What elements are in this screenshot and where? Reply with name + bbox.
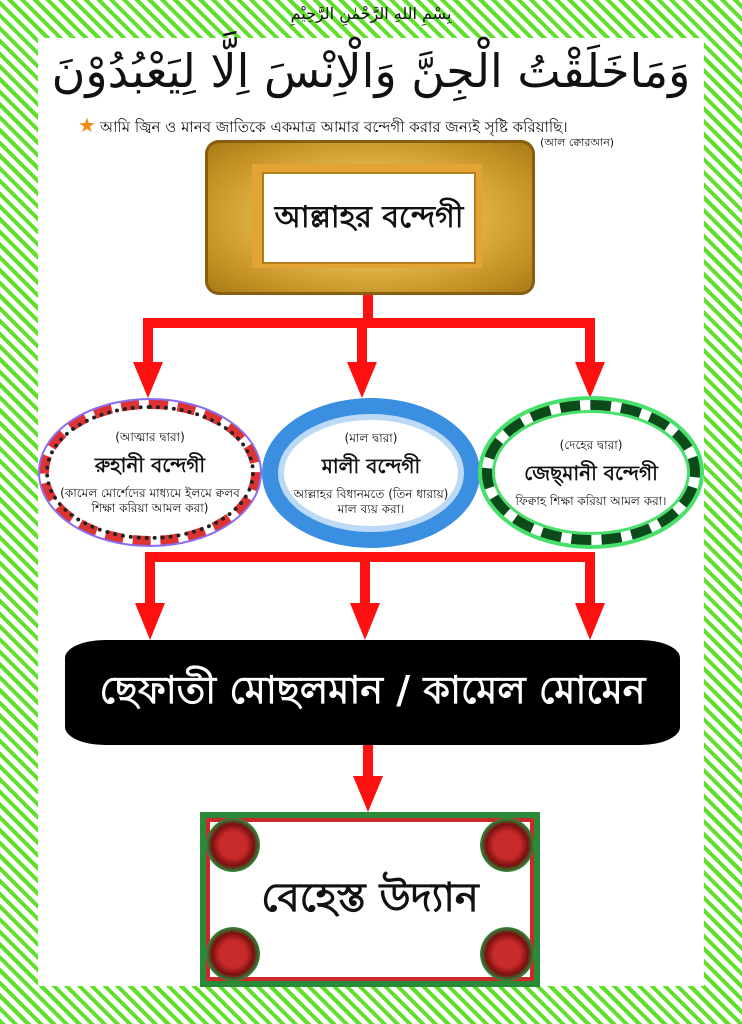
- branch-means: (আত্মার দ্বারা): [115, 430, 185, 444]
- ornament-icon: [480, 818, 534, 872]
- branch-means: (মাল দ্বারা): [344, 430, 398, 445]
- arrow-stem: [363, 295, 373, 325]
- branch-title: রুহানী বন্দেগী: [94, 453, 206, 477]
- branch-desc: (কামেল মোর্শেদের মাধ্যমে ইলমে ক্বলব শিক্…: [60, 486, 240, 515]
- arrow-head-middle: [347, 362, 377, 398]
- final-box-title: বেহেস্ত উদ্যান: [261, 875, 479, 921]
- arrow-bar: [143, 318, 595, 328]
- branch-title: জেছ্‌মানী বন্দেগী: [524, 460, 658, 485]
- source-label: (আল ক্বোরআন): [540, 136, 615, 149]
- translation-line: ★আমি জ্বিন ও মানব জাতিকে একমাত্র আমার বন…: [78, 113, 568, 141]
- branch-desc: ফিক্বাহ শিক্ষা করিয়া আমল করা।: [515, 493, 667, 508]
- result-box: ছেফাতী মোছলমান / কামেল মোমেন: [65, 640, 680, 745]
- branch-means: (দেহের দ্বারা): [559, 437, 623, 452]
- top-box-title: আল্লাহর বন্দেগী: [262, 172, 476, 264]
- star-icon: ★: [78, 113, 96, 137]
- arrow-head-right: [575, 362, 605, 398]
- ornament-icon: [206, 927, 260, 981]
- branch-mali: (মাল দ্বারা) মালী বন্দেগী আল্লাহর বিধানম…: [262, 398, 480, 548]
- branch-ruhani: (আত্মার দ্বারা) রুহানী বন্দেগী (কামেল মো…: [40, 400, 260, 545]
- branch-jesmani: (দেহের দ্বারা) জেছ্‌মানী বন্দেগী ফিক্বাহ…: [482, 400, 700, 545]
- quran-verse: وَمَاخَلَقْتُ الْجِنَّ وَالْاِنْسَ اِلَّ…: [51, 44, 691, 98]
- branch-title: মালী বন্দেগী: [321, 453, 421, 478]
- bismillah: بِسْمِ اللهِ الرَّحْمٰنِ الرَّحِيْمِ: [290, 4, 452, 23]
- ornament-icon: [480, 927, 534, 981]
- arrow-head-final: [353, 776, 383, 812]
- translation-text: আমি জ্বিন ও মানব জাতিকে একমাত্র আমার বন্…: [99, 118, 568, 136]
- arrow-head-left: [133, 362, 163, 398]
- branch-desc: আল্লাহর বিধানমতে (তিন ধারায়) মাল ব্যয় …: [293, 486, 449, 516]
- ornament-icon: [206, 818, 260, 872]
